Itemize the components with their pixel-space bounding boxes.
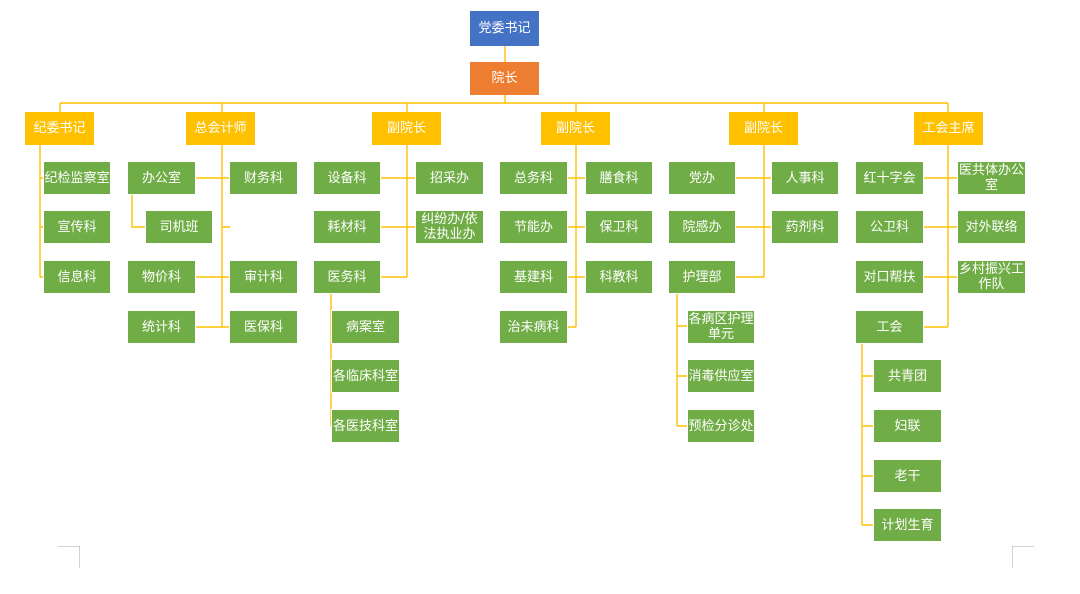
department-node: 各医技科室 [331,409,400,443]
department-node: 医共体办公 室 [957,161,1026,195]
department-node: 预检分诊处 [687,409,755,443]
department-node: 办公室 [127,161,196,195]
department-node: 治未病科 [499,310,568,344]
department-node: 司机班 [145,210,213,244]
department-node: 招采办 [415,161,484,195]
party-secretary-node: 党委书记 [470,11,539,46]
department-node: 工会 [855,310,924,344]
union-chairman-node: 工会主席 [914,112,983,145]
department-node: 对口帮扶 [855,260,924,294]
chief-accountant-node: 总会计师 [186,112,255,145]
department-node: 设备科 [313,161,381,195]
department-node: 消毒供应室 [687,359,755,393]
department-node: 人事科 [771,161,839,195]
department-node: 共青团 [873,359,942,393]
department-node: 统计科 [127,310,196,344]
page-corner-mark-left [58,546,80,568]
department-node: 党办 [668,161,736,195]
department-node: 护理部 [668,260,736,294]
department-node: 各临床科室 [331,359,400,393]
department-node: 公卫科 [855,210,924,244]
department-node: 红十字会 [855,161,924,195]
department-node: 纪检监察室 [43,161,111,195]
department-node: 院感办 [668,210,736,244]
president-node: 院长 [470,62,539,95]
department-node: 信息科 [43,260,111,294]
vice-president-node-2: 副院长 [541,112,610,145]
department-node: 医务科 [313,260,381,294]
department-node: 物价科 [127,260,196,294]
discipline-secretary-node: 纪委书记 [25,112,94,145]
department-node: 纠纷办/依 法执业办 [415,210,484,244]
vice-president-node-3: 副院长 [729,112,798,145]
department-node: 医保科 [229,310,298,344]
department-node: 审计科 [229,260,298,294]
department-node: 老干 [873,459,942,493]
page-corner-mark-right [1012,546,1034,568]
department-node: 保卫科 [585,210,653,244]
department-node: 病案室 [331,310,400,344]
department-node: 乡村振兴工 作队 [957,260,1026,294]
department-node: 基建科 [499,260,568,294]
department-node: 膳食科 [585,161,653,195]
department-node: 妇联 [873,409,942,443]
department-node: 节能办 [499,210,568,244]
department-node: 宣传科 [43,210,111,244]
department-node: 总务科 [499,161,568,195]
department-node: 计划生育 [873,508,942,542]
department-node: 耗材科 [313,210,381,244]
department-node: 药剂科 [771,210,839,244]
department-node: 对外联络 [957,210,1026,244]
vice-president-node-1: 副院长 [372,112,441,145]
department-node: 科教科 [585,260,653,294]
department-node: 各病区护理 单元 [687,310,755,344]
department-node: 财务科 [229,161,298,195]
